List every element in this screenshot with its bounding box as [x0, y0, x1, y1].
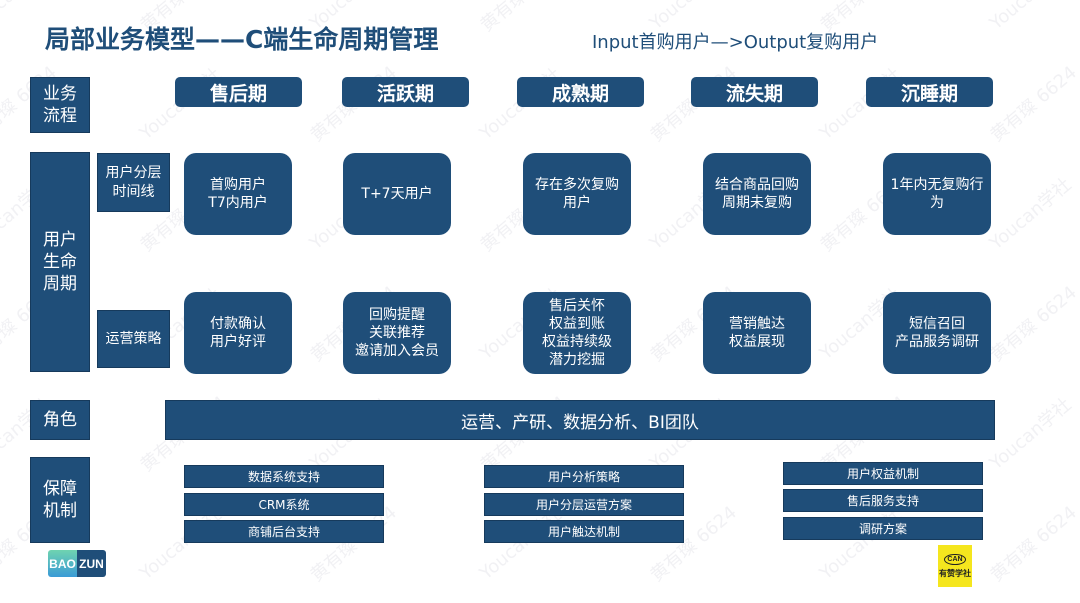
- strategy-card: 营销触达 权益展现: [703, 292, 811, 374]
- watermark: 黄有璨 6624: [986, 502, 1080, 587]
- row-label-process: 业务流程: [30, 77, 90, 133]
- baozun-logo: BAO ZUN: [48, 550, 106, 577]
- timeline-card: 1年内无复购行为: [883, 153, 991, 235]
- strategy-card: 回购提醒 关联推荐 邀请加入会员: [343, 292, 451, 374]
- strategy-card: 售后关怀 权益到账 权益持续级 潜力挖掘: [523, 292, 631, 374]
- watermark: Youcan学社: [815, 504, 906, 585]
- strategy-card: 付款确认 用户好评: [184, 292, 292, 374]
- support-item: 调研方案: [783, 517, 983, 540]
- slide-subtitle: Input首购用户—>Output复购用户: [592, 32, 879, 53]
- watermark: Youcan学社: [983, 0, 1076, 35]
- support-item: 商铺后台支持: [184, 520, 384, 543]
- row-label-lifecycle: 用户生命周期: [30, 152, 90, 372]
- watermark: 黄有璨 6624: [986, 62, 1080, 147]
- watermark: Youcan学社: [985, 174, 1076, 255]
- row-label-timeline: 用户分层时间线: [97, 153, 170, 212]
- timeline-card: T+7天用户: [343, 153, 451, 235]
- support-item: 用户分析策略: [484, 465, 684, 488]
- row-label-strategy: 运营策略: [97, 310, 170, 368]
- support-item: CRM系统: [184, 493, 384, 516]
- support-item: 用户分层运营方案: [484, 493, 684, 516]
- timeline-card: 首购用户 T7内用户: [184, 153, 292, 235]
- phase-header: 成熟期: [517, 77, 644, 107]
- timeline-card: 结合商品回购周期未复购: [703, 153, 811, 235]
- timeline-card: 存在多次复购用户: [523, 153, 631, 235]
- slide-title: 局部业务模型——C端生命周期管理: [45, 25, 439, 54]
- row-label-role: 角色: [30, 400, 90, 440]
- phase-header: 沉睡期: [866, 77, 993, 107]
- phase-header: 售后期: [175, 77, 302, 107]
- strategy-card: 短信召回 产品服务调研: [883, 292, 991, 374]
- role-bar: 运营、产研、数据分析、BI团队: [165, 400, 995, 440]
- phase-header: 活跃期: [342, 77, 469, 107]
- watermark: Youcan学社: [985, 394, 1076, 475]
- phase-header: 流失期: [691, 77, 818, 107]
- support-item: 用户触达机制: [484, 520, 684, 543]
- support-item: 数据系统支持: [184, 465, 384, 488]
- watermark: 黄有璨 6624: [986, 282, 1080, 367]
- youcan-logo: CAN 有赞学社: [938, 545, 972, 587]
- watermark: 黄有璨 6624: [474, 0, 572, 37]
- support-item: 售后服务支持: [783, 489, 983, 512]
- support-item: 用户权益机制: [783, 462, 983, 485]
- row-label-support: 保障机制: [30, 457, 90, 543]
